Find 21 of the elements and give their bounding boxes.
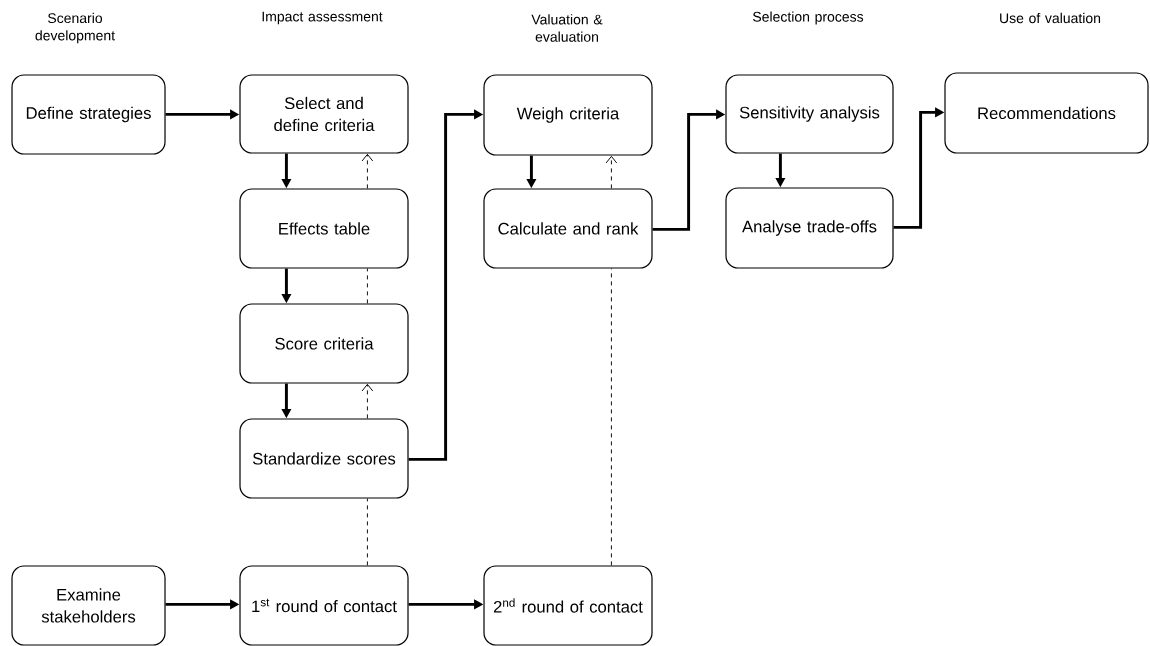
arrow: [361, 153, 374, 189]
column-heading: Impact assessment: [262, 11, 383, 25]
arrow: [605, 155, 618, 189]
process-box: Weigh criteria: [483, 74, 653, 156]
process-box: Recommendations: [944, 72, 1149, 154]
column-heading: Use of valuation: [1000, 12, 1101, 24]
column-heading: Selection process: [753, 11, 864, 25]
process-box: Standardize scores: [239, 418, 409, 499]
process-box: 1$^{st}$ round of contact: [239, 565, 409, 646]
process-box: Effects table: [239, 188, 409, 269]
process-box: Sensitivity analysis: [725, 74, 894, 154]
process-box: Analyse trade-offs: [725, 187, 894, 269]
process-box: Examine stakeholders: [11, 565, 166, 646]
column-heading: Scenario development: [35, 12, 115, 44]
process-box: Calculate and rank: [483, 188, 653, 269]
process-box: Select and define criteria: [239, 74, 409, 154]
arrow: [361, 383, 374, 419]
process-box: Score criteria: [239, 303, 409, 384]
process-box: 2$^{nd}$ round of contact: [483, 565, 653, 646]
process-box: Define strategies: [11, 74, 166, 155]
column-heading: Valuation & evaluation: [531, 14, 603, 42]
